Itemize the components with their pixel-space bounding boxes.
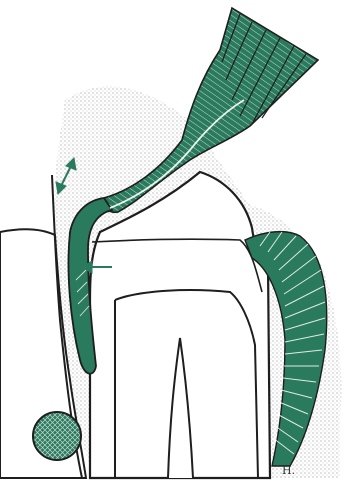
- artist-signature: H.: [282, 464, 295, 477]
- tissue-section-circle: [33, 412, 81, 460]
